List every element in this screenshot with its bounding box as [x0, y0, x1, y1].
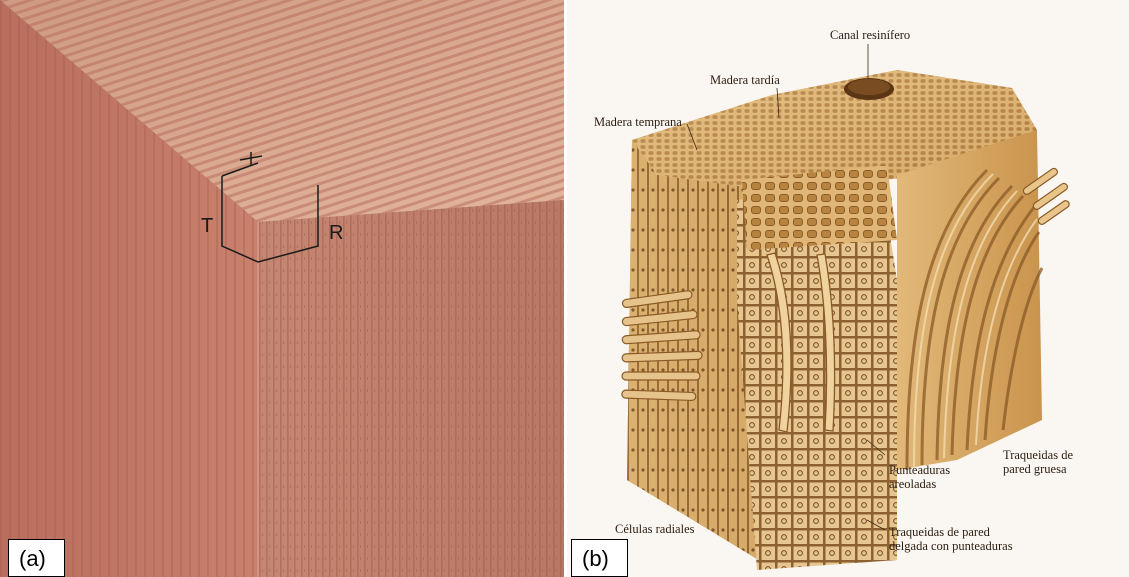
axis-label-t: T	[201, 215, 213, 238]
callout-traqueidas-delgada-1: Traqueidas de pared	[889, 525, 990, 539]
panel-b-softwood-anatomy-illustration: Canal resinífero Madera tardía Madera te…	[567, 0, 1129, 577]
callout-traqueidas-gruesa-1: Traqueidas de	[1003, 448, 1073, 462]
callout-madera-tardia: Madera tardía	[710, 73, 780, 87]
callout-traqueidas-delgada-2: delgada con punteaduras	[889, 539, 1013, 553]
softwood-anatomy-drawing	[567, 0, 1129, 577]
callout-traqueidas-gruesa-2: pared gruesa	[1003, 462, 1067, 476]
callout-madera-temprana: Madera temprana	[594, 115, 682, 129]
callout-celulas-radiales: Células radiales	[615, 522, 695, 536]
panel-a-wood-block-photo: T R (a)	[0, 0, 564, 577]
axis-label-r: R	[329, 222, 343, 245]
callout-punteaduras-2: areoladas	[889, 477, 936, 491]
cross-section-cells	[742, 165, 897, 250]
callout-canal-resinifero: Canal resinífero	[830, 28, 910, 42]
panel-label-a: (a)	[8, 539, 65, 577]
callout-punteaduras-1: Punteaduras	[889, 463, 950, 477]
panel-label-b: (b)	[571, 539, 628, 577]
wood-block-illustration	[0, 0, 564, 577]
